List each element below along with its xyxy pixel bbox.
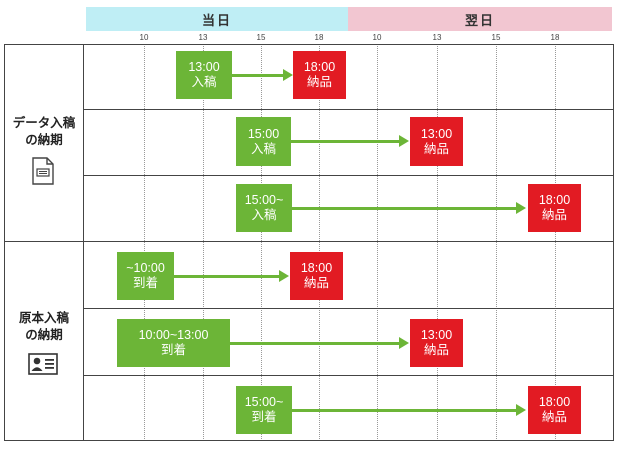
arrow [291, 135, 409, 147]
start-time-box: 15:00~ 入稿 [236, 184, 292, 232]
delivery-label: 納品 [541, 208, 567, 222]
section-title-line2: の納期 [25, 133, 63, 147]
tick-label: 13 [198, 33, 208, 42]
start-time: 15:00 [247, 126, 280, 141]
delivery-label: 納品 [541, 410, 567, 424]
gridline [496, 44, 497, 441]
id-card-icon [28, 353, 58, 375]
delivery-box: 13:00 納品 [410, 319, 463, 367]
start-status: 到着 [132, 276, 158, 290]
tick-label: 15 [491, 33, 501, 42]
arrow [174, 270, 289, 282]
delivery-box: 13:00 納品 [410, 117, 463, 166]
start-time-box: 13:00 入稿 [176, 51, 232, 99]
gridline [319, 44, 320, 441]
start-status: 入稿 [251, 208, 277, 222]
tick-label: 18 [314, 33, 324, 42]
start-time-box: 10:00~13:00 到着 [117, 319, 230, 367]
gridline [144, 44, 145, 441]
document-icon [32, 157, 54, 185]
row-divider [83, 109, 614, 110]
section-title-line2: の納期 [25, 328, 63, 342]
start-status: 入稿 [250, 141, 276, 156]
arrow [292, 404, 526, 416]
arrow [232, 69, 293, 81]
row-divider [83, 375, 614, 376]
delivery-time: 18:00 [538, 395, 571, 409]
delivery-box: 18:00 納品 [293, 51, 346, 99]
row-divider [83, 308, 614, 309]
section-title-line1: データ入稿 [12, 116, 76, 130]
gridline [261, 44, 262, 441]
start-time-box: 15:00~ 到着 [236, 386, 292, 434]
delivery-label: 納品 [303, 276, 329, 290]
start-time-box: 15:00 入稿 [236, 117, 291, 166]
start-status: 到着 [160, 343, 186, 357]
delivery-time: 18:00 [300, 261, 333, 275]
delivery-time: 13:00 [420, 328, 453, 342]
delivery-time: 18:00 [303, 60, 336, 74]
gridline [377, 44, 378, 441]
delivery-box: 18:00 納品 [528, 184, 581, 232]
arrow [230, 337, 409, 349]
delivery-label: 納品 [423, 343, 449, 357]
tick-label: 13 [432, 33, 442, 42]
start-time: 13:00 [188, 60, 220, 74]
section-data-submission: データ入稿 の納期 [5, 115, 83, 149]
tick-label: 18 [550, 33, 560, 42]
header-next-day: 翌日 [348, 7, 612, 31]
gridline [203, 44, 204, 441]
delivery-time: 18:00 [538, 193, 571, 207]
tick-label: 10 [139, 33, 149, 42]
start-time: ~10:00 [126, 261, 165, 275]
gridline [555, 44, 556, 441]
start-time: 10:00~13:00 [138, 328, 209, 342]
section-title-line1: 原本入稿 [18, 311, 69, 325]
tick-label: 15 [256, 33, 266, 42]
tick-label: 10 [372, 33, 382, 42]
row-divider [83, 175, 614, 176]
start-time-box: ~10:00 到着 [117, 252, 174, 300]
header-today: 当日 [86, 7, 348, 31]
delivery-box: 18:00 納品 [528, 386, 581, 434]
section-divider [4, 241, 614, 242]
schedule-table [4, 44, 614, 441]
column-divider [83, 44, 84, 441]
gridline [437, 44, 438, 441]
delivery-label: 納品 [306, 75, 332, 89]
start-status: 入稿 [191, 75, 217, 89]
delivery-label: 納品 [423, 141, 449, 156]
start-time: 15:00~ [244, 193, 284, 207]
start-time: 15:00~ [244, 395, 284, 409]
delivery-time: 13:00 [420, 126, 453, 141]
start-status: 到着 [251, 410, 277, 424]
arrow [292, 202, 526, 214]
section-original-submission: 原本入稿 の納期 [5, 310, 83, 344]
delivery-box: 18:00 納品 [290, 252, 343, 300]
